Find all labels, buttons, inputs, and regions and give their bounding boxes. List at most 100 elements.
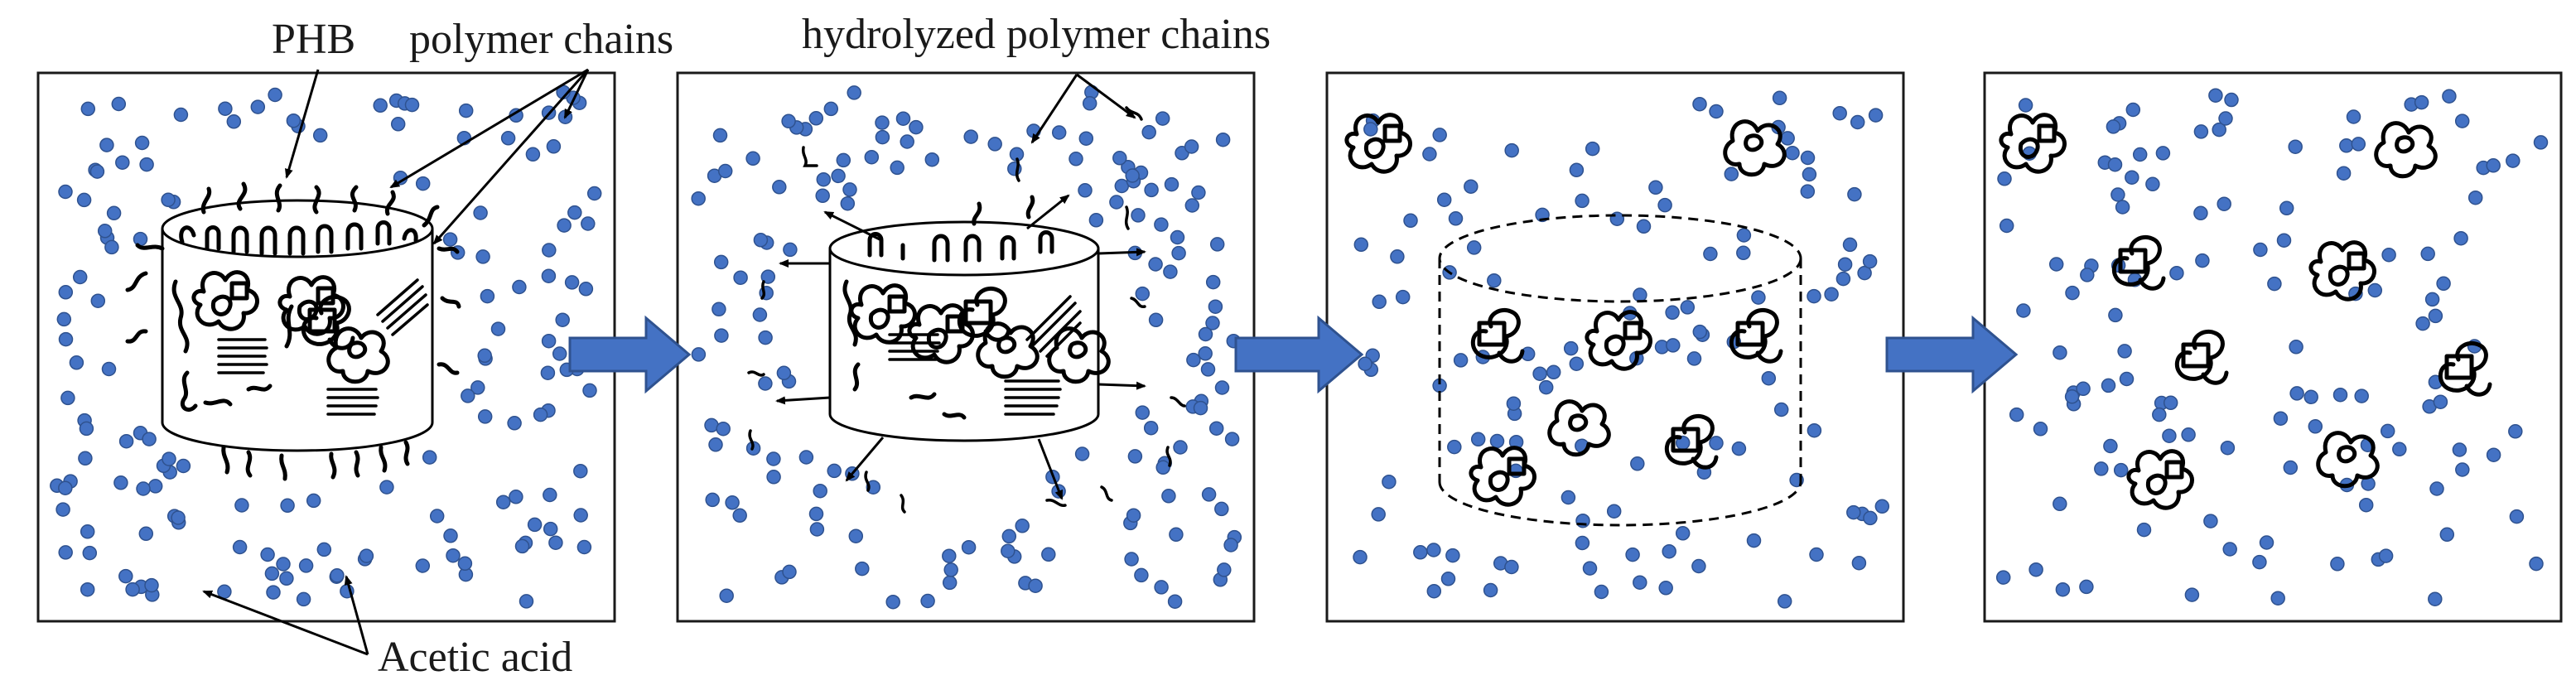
acetic-acid-molecule [1131,208,1146,223]
acetic-acid-molecule [56,311,72,327]
acetic-acid-molecule [717,163,733,179]
acetic-acid-molecule [942,575,958,591]
acetic-acid-molecule [1154,217,1169,232]
acetic-acid-molecule [1124,552,1139,567]
acetic-acid-molecule [752,307,768,322]
acetic-acid-molecule [961,539,977,555]
acetic-acid-molecule [733,270,748,285]
acetic-acid-molecule [1163,264,1178,279]
acetic-acid-molecule [82,545,98,561]
acetic-acid-molecule [2203,514,2218,528]
acetic-acid-molecule [519,594,534,609]
acetic-acid-molecule [279,571,294,586]
acetic-acid-molecule [264,566,280,581]
acetic-acid-molecule [1223,538,1238,552]
acetic-acid-molecule [823,101,839,117]
acetic-acid-molecule [1837,257,1853,272]
acetic-acid-molecule [552,346,567,361]
acetic-acid-molecule [514,538,530,554]
acetic-acid-molecule [1780,131,1795,146]
acetic-acid-molecule [567,205,582,220]
acetic-acid-molecule [1538,379,1554,395]
acetic-acid-molecule [581,216,596,231]
acetic-acid-molecule [543,487,557,503]
acetic-acid-molecule [2217,196,2231,211]
acetic-acid-molecule [1832,105,1847,121]
acetic-acid-molecule [543,521,558,537]
acetic-acid-molecule [390,117,406,132]
acetic-acid-molecule [2273,411,2289,426]
acetic-acid-molecule [586,186,602,201]
acetic-acid-molecule [136,481,151,496]
acetic-acid-molecule [1358,356,1372,371]
acetic-acid-molecule [500,131,516,146]
acetic-acid-molecule [58,480,73,495]
acetic-acid-molecule [2358,497,2374,513]
acetic-acid-molecule [2132,147,2148,162]
acetic-acid-molecule [69,355,84,370]
acetic-acid-molecule [533,407,548,422]
acetic-acid-molecule [1390,249,1405,264]
acetic-acid-molecule [541,268,557,283]
acetic-acid-molecule [99,138,114,152]
acetic-acid-molecule [473,205,488,220]
acetic-acid-molecule [1846,504,1861,520]
acetic-acid-molecule [855,561,870,577]
acetic-acid-leader-line [344,575,369,655]
acetic-acid-molecule [716,421,731,437]
panel-2-phb-cylinder [828,220,1100,442]
acetic-acid-molecule [1842,237,1858,253]
acetic-acid-molecule [1198,346,1213,361]
acetic-acid-molecule [286,113,301,128]
acetic-acid-molecule [1028,578,1043,593]
acetic-acid-molecule [2119,371,2135,387]
acetic-acid-molecule [2169,265,2184,281]
acetic-acid-molecule [2224,92,2239,108]
acetic-acid-molecule [1630,456,1645,471]
acetic-acid-molecule [404,97,420,113]
acetic-acid-molecule [555,312,570,327]
acetic-acid-molecule [266,585,281,600]
acetic-acid-molecule [1169,527,1184,543]
acetic-acid-molecule [2279,200,2294,216]
acetic-acid-molecule [2455,462,2470,477]
acetic-acid-molecule [1125,168,1140,183]
acetic-acid-molecule [1636,219,1652,234]
panel-2-acetic-acid-molecules [691,84,1242,610]
acetic-acid-molecule [2533,135,2549,150]
acetic-acid-molecule [691,347,707,362]
acetic-acid-molecule [1161,489,1176,504]
acetic-acid-molecule [1109,195,1124,210]
acetic-acid-molecule [2053,496,2067,512]
acetic-acid-molecule [753,233,769,248]
acetic-acid-molecule [2053,345,2067,360]
acetic-acid-molecule [564,275,580,290]
acetic-acid-molecule [78,451,93,466]
acetic-acid-molecule [1371,507,1386,522]
acetic-acid-molecule [1802,166,1817,182]
acetic-acid-molecule [798,450,814,465]
acetic-acid-molecule [2101,378,2116,393]
acetic-acid-molecule [1135,405,1151,420]
acetic-acid-molecule [226,114,242,129]
acetic-acid-molecule [1200,362,1216,377]
acetic-acid-molecule [330,567,345,583]
acetic-acid-molecule [1703,246,1718,262]
acetic-acid-molecule [1464,179,1479,194]
acetic-acid-molecule [458,103,474,118]
acetic-acid-molecule [1692,96,1707,112]
acetic-acid-molecule [2106,119,2121,134]
acetic-acid-molecule [1657,197,1672,213]
acetic-acid-molecule [1440,572,1456,586]
acetic-acid-molecule [1193,400,1208,416]
acetic-acid-molecule [1448,211,1464,226]
acetic-acid-molecule [55,502,70,517]
acetic-acid-molecule [1777,594,1792,609]
acetic-acid-molecule [2439,527,2455,543]
acetic-acid-molecule [2267,276,2282,292]
acetic-acid-molecule [2125,102,2141,118]
acetic-acid-molecule [573,508,588,523]
acetic-acid-molecule [2136,522,2152,538]
acetic-acid-molecule [808,111,824,126]
acetic-acid-molecule [2415,316,2430,331]
